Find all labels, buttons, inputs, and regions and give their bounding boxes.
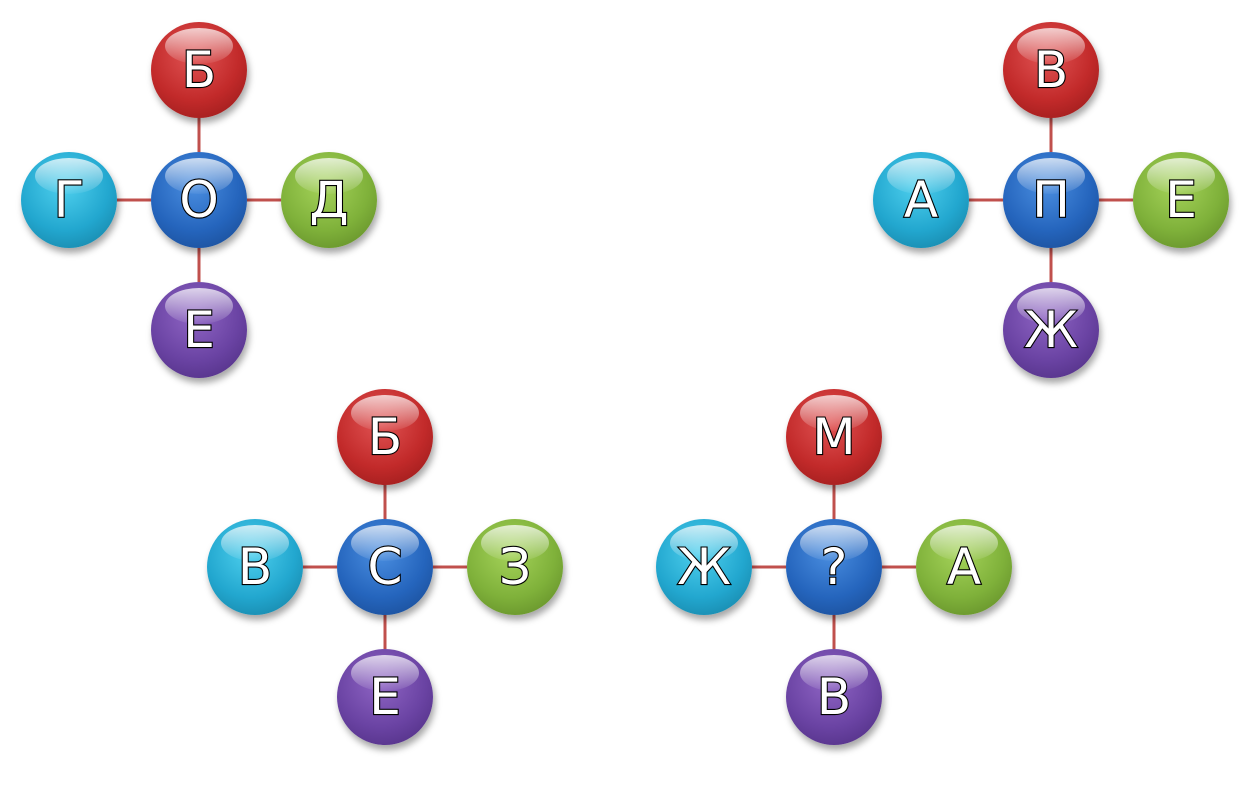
ball-left: В (207, 519, 303, 615)
ball-top: Б (337, 389, 433, 485)
question-mark: ? (820, 538, 849, 596)
ball-right: Д (281, 152, 377, 248)
ball-top: В (1003, 22, 1099, 118)
ball-letter: Е (1164, 171, 1198, 229)
ball-letter: С (366, 538, 403, 596)
ball-right: Е (1133, 152, 1229, 248)
connector-lines (969, 118, 1133, 282)
ball-center-question[interactable]: ? (786, 519, 882, 615)
letter-cross-1: Б Г О Д Е (21, 22, 377, 378)
ball-letter: Д (308, 171, 349, 229)
connector-lines (752, 485, 916, 649)
ball-top: М (786, 389, 882, 485)
ball-letter: А (903, 171, 939, 229)
ball-letter: А (946, 538, 982, 596)
ball-right: З (467, 519, 563, 615)
ball-letter: Б (181, 41, 218, 99)
ball-bottom: Е (337, 649, 433, 745)
ball-letter: Е (182, 301, 216, 359)
ball-letter: Б (367, 408, 404, 466)
ball-center: П (1003, 152, 1099, 248)
letter-cross-2: В А П Е Ж (873, 22, 1229, 378)
ball-letter: В (237, 538, 274, 596)
ball-left: Ж (656, 519, 752, 615)
ball-letter: Г (53, 171, 86, 229)
ball-letter: П (1031, 171, 1071, 229)
ball-bottom: Ж (1003, 282, 1099, 378)
ball-letter: Ж (1023, 301, 1079, 359)
ball-letter: Е (368, 668, 402, 726)
ball-right: А (916, 519, 1012, 615)
ball-left: Г (21, 152, 117, 248)
ball-center: С (337, 519, 433, 615)
connector-lines (303, 485, 467, 649)
ball-letter: Ж (676, 538, 732, 596)
ball-center: О (151, 152, 247, 248)
ball-bottom: Е (151, 282, 247, 378)
ball-bottom: В (786, 649, 882, 745)
connector-lines (117, 118, 281, 282)
letter-cross-3: Б В С З Е (207, 389, 563, 745)
ball-letter: О (178, 171, 220, 229)
letter-cross-4: М Ж ? А В (656, 389, 1012, 745)
ball-left: А (873, 152, 969, 248)
ball-letter: З (498, 538, 532, 596)
ball-top: Б (151, 22, 247, 118)
ball-letter: В (816, 668, 853, 726)
ball-letter: М (811, 408, 856, 466)
ball-letter: В (1033, 41, 1070, 99)
